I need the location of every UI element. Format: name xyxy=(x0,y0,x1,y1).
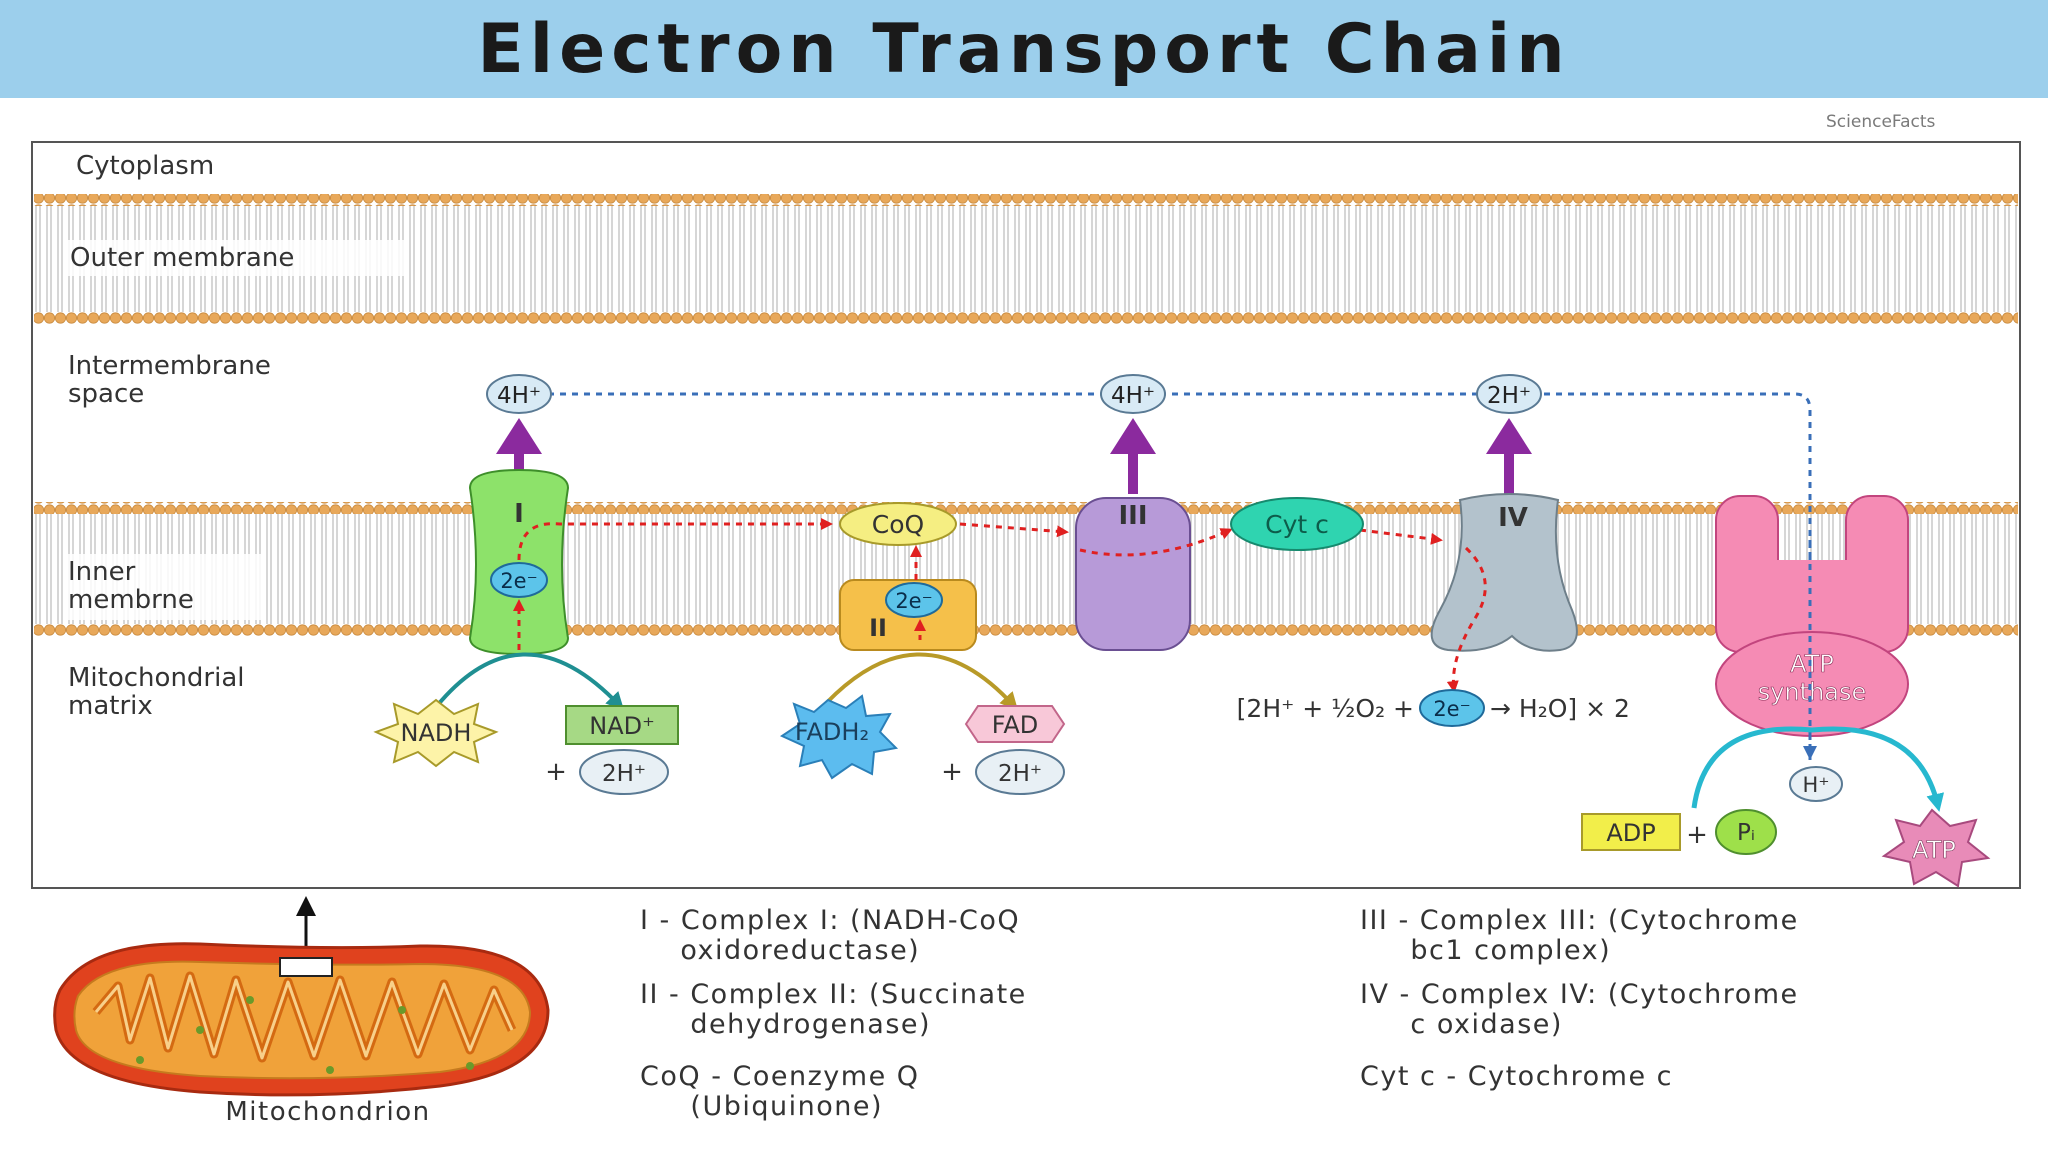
nad-proton-badge xyxy=(579,749,669,795)
atp-synthase xyxy=(1715,495,1909,737)
nad-box xyxy=(565,705,679,745)
electron-label-2: 2e⁻ xyxy=(895,589,932,613)
proton-label-2: 4H⁺ xyxy=(1111,383,1155,409)
atp-label: ATP xyxy=(1912,836,1956,864)
adp-label: ADP xyxy=(1606,819,1655,847)
complex-iv-label: IV xyxy=(1498,503,1528,533)
adp-plus-sign: + xyxy=(1686,820,1708,850)
electron-path xyxy=(513,518,1487,693)
complex-ii-label: II xyxy=(869,614,887,642)
electron-badge-3 xyxy=(1419,689,1485,727)
cytc-carrier xyxy=(1230,497,1364,551)
complex-iv xyxy=(1430,493,1578,652)
matrix-proton-badge xyxy=(1789,766,1843,802)
intermembrane-label-2: space xyxy=(68,379,144,409)
title-banner: Electron Transport Chain xyxy=(0,0,2048,98)
nad-label: NAD⁺ xyxy=(589,712,655,740)
fad-shape xyxy=(964,705,1066,743)
equation-left: [2H⁺ + ½O₂ + xyxy=(1237,694,1414,723)
electron-label-3: 2e⁻ xyxy=(1433,697,1470,721)
nadh-oxidation-arrow xyxy=(430,652,625,714)
mitochondrion-label: Mitochondrion xyxy=(225,1097,430,1127)
fad-proton-badge xyxy=(975,749,1065,795)
cytoplasm-label: Cytoplasm xyxy=(76,151,214,181)
complex-iii-label: III xyxy=(1118,501,1147,531)
legend-complex-ii: II - Complex II: (Succinate dehydrogenas… xyxy=(640,979,1027,1040)
fad-label: FAD xyxy=(992,711,1039,739)
fadh2-oxidation-arrow xyxy=(816,652,1019,714)
phosphate-label: Pᵢ xyxy=(1737,820,1755,846)
coq-label: CoQ xyxy=(872,510,924,539)
proton-badge-1 xyxy=(486,374,552,414)
adp-box xyxy=(1581,813,1681,851)
proton-label-3: 2H⁺ xyxy=(1487,383,1531,409)
outer-membrane-label: Outer membrane xyxy=(70,243,294,273)
matrix-proton-label: H⁺ xyxy=(1803,773,1830,797)
fadh2-label: FADH₂ xyxy=(795,718,869,746)
nadh-label: NADH xyxy=(401,719,472,747)
electron-badge-1 xyxy=(490,562,548,598)
atp-shape xyxy=(1881,808,1991,888)
intermembrane-label-1: Intermembrane xyxy=(68,351,271,381)
nadh-shape xyxy=(373,698,499,768)
matrix-label-2: matrix xyxy=(68,691,153,721)
cytc-label: Cyt c xyxy=(1265,510,1329,539)
nad-plus-sign: + xyxy=(545,757,567,787)
complex-i-label: I xyxy=(514,499,524,529)
atp-synthase-label-2: synthase xyxy=(1758,678,1867,706)
proton-badge-3 xyxy=(1476,374,1542,414)
proton-label-1: 4H⁺ xyxy=(497,383,541,409)
mitochondrion-illustration xyxy=(53,942,550,1097)
coq-carrier xyxy=(839,502,957,546)
fad-plus-sign: + xyxy=(941,757,963,787)
legend-coq: CoQ - Coenzyme Q (Ubiquinone) xyxy=(640,1061,920,1122)
atp-synthase-label-1: ATP xyxy=(1790,650,1834,678)
page-title: Electron Transport Chain xyxy=(477,9,1571,89)
fad-proton-label: 2H⁺ xyxy=(998,761,1042,787)
electron-badge-2 xyxy=(885,582,943,618)
watermark: ScienceFacts xyxy=(1826,112,1936,132)
electron-label-1: 2e⁻ xyxy=(500,569,537,593)
matrix-label-1: Mitochondrial xyxy=(68,663,245,693)
legend-complex-iii: III - Complex III: (Cytochrome bc1 compl… xyxy=(1360,905,1799,966)
equation-right: → H₂O] × 2 xyxy=(1490,694,1630,723)
phosphate-badge xyxy=(1715,809,1777,855)
nad-proton-label: 2H⁺ xyxy=(602,761,646,787)
legend-complex-iv: IV - Complex IV: (Cytochrome c oxidase) xyxy=(1360,979,1799,1040)
legend-complex-i: I - Complex I: (NADH-CoQ oxidoreductase) xyxy=(640,905,1021,966)
legend-cyt-c: Cyt c - Cytochrome c xyxy=(1360,1061,1674,1092)
proton-badge-2 xyxy=(1100,374,1166,414)
fadh2-shape xyxy=(779,694,899,780)
inner-membrane-label-2: membrne xyxy=(68,585,194,615)
atp-synthesis-arrow xyxy=(1691,726,1945,812)
complex-iii xyxy=(1075,497,1191,651)
inner-membrane-label-1: Inner xyxy=(68,557,136,587)
outer-membrane xyxy=(34,194,2018,324)
